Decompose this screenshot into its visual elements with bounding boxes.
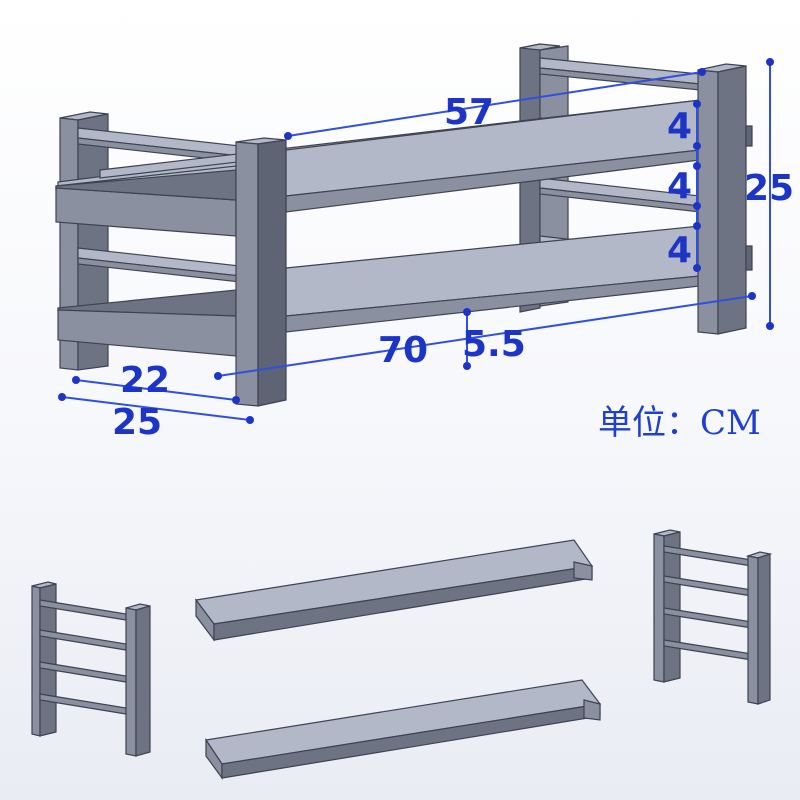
front-right-post <box>697 63 753 335</box>
dim-line-25-depth <box>61 396 251 421</box>
dim-label-thickness: 5.5 <box>462 324 526 365</box>
dim-label-70: 70 <box>378 330 428 371</box>
dim-label-57: 57 <box>444 92 494 133</box>
exploded-parts <box>31 529 773 780</box>
dimension-annotations: 57 4 4 4 25 70 5.5 22 25 单位：CM <box>58 58 794 443</box>
dim-label-25-depth: 25 <box>112 402 162 443</box>
assembled-shelf <box>55 43 753 407</box>
upper-shelf-board <box>55 99 701 237</box>
unit-label: 单位：CM <box>598 403 761 443</box>
dim-label-gap-3: 4 <box>667 230 692 271</box>
exploded-board-1 <box>194 539 594 642</box>
dim-line-22 <box>75 379 237 401</box>
right-ladder-frame <box>653 529 773 705</box>
dim-label-gap-2: 4 <box>667 166 692 207</box>
dim-line-57 <box>287 71 703 137</box>
front-left-post <box>235 137 287 407</box>
left-ladder-frame <box>31 581 151 757</box>
dim-line-70 <box>217 295 753 377</box>
dim-label-22: 22 <box>120 360 170 401</box>
lower-shelf-board <box>57 225 701 357</box>
exploded-board-2 <box>204 679 602 780</box>
dim-label-height: 25 <box>744 168 794 209</box>
dim-label-gap-1: 4 <box>667 106 692 147</box>
